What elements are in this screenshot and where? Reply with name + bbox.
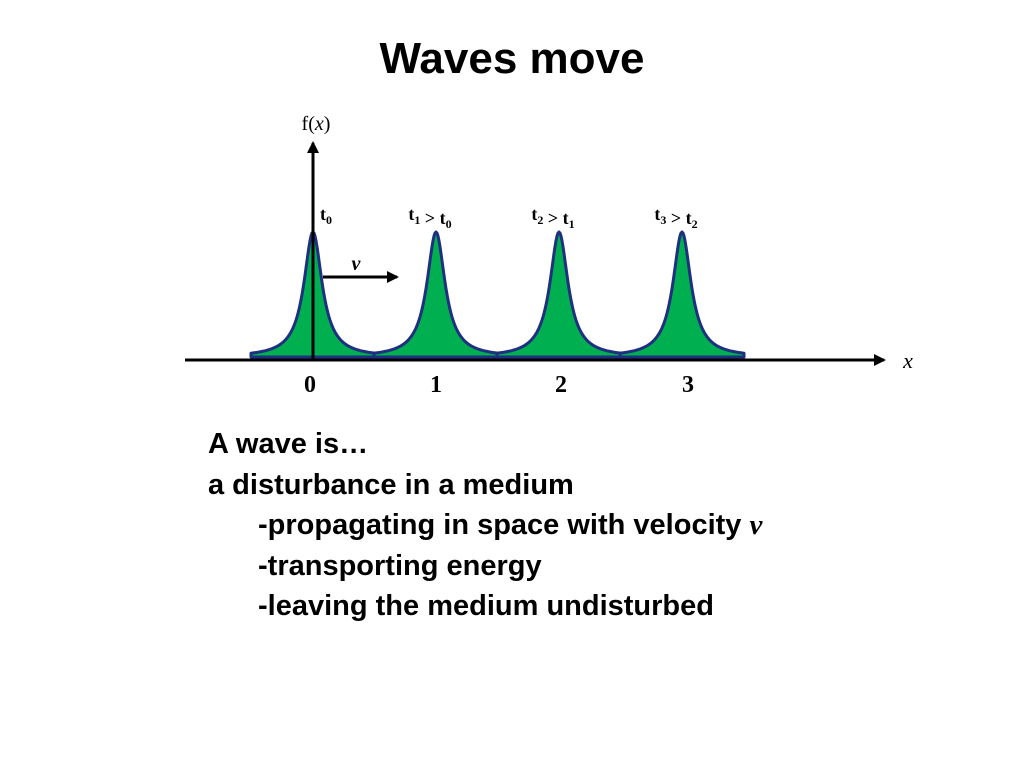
x-tick-label: 1 [430,372,442,398]
time-label: t2 > t1 [531,204,574,231]
definition-line-2: -propagating in space with velocity v [208,505,762,546]
definition-heading: A wave is… [208,428,369,460]
page-title: Waves move [379,34,645,83]
time-label: t1 > t0 [408,204,451,231]
definition-line-2-text: -propagating in space with velocity [258,509,750,541]
velocity-label: v [352,253,362,275]
definition-line-1: a disturbance in a medium [208,468,574,501]
time-label: t3 > t2 [654,204,697,231]
tick-labels-group: 0 1 2 3 [304,372,694,398]
x-axis-label: x [902,348,913,373]
definition-line-4: -leaving the medium undisturbed [258,590,714,622]
time-label: t0 [320,204,332,227]
pulses-group [249,230,746,359]
velocity-symbol: v [749,509,763,541]
wave-pulse [618,230,746,359]
time-labels-group: t0 t1 > t0 t2 > t1 t3 > t2 [320,204,698,231]
y-axis-label: f(x) [302,113,331,135]
x-tick-label: 0 [304,372,316,398]
definition-line-3: -transporting energy [258,549,542,582]
definition-text: A wave is… a disturbance in a medium -pr… [208,424,762,627]
wave-pulse [495,230,623,359]
wave-pulse [372,230,500,359]
x-tick-label: 3 [682,372,694,398]
x-tick-label: 2 [555,372,567,398]
